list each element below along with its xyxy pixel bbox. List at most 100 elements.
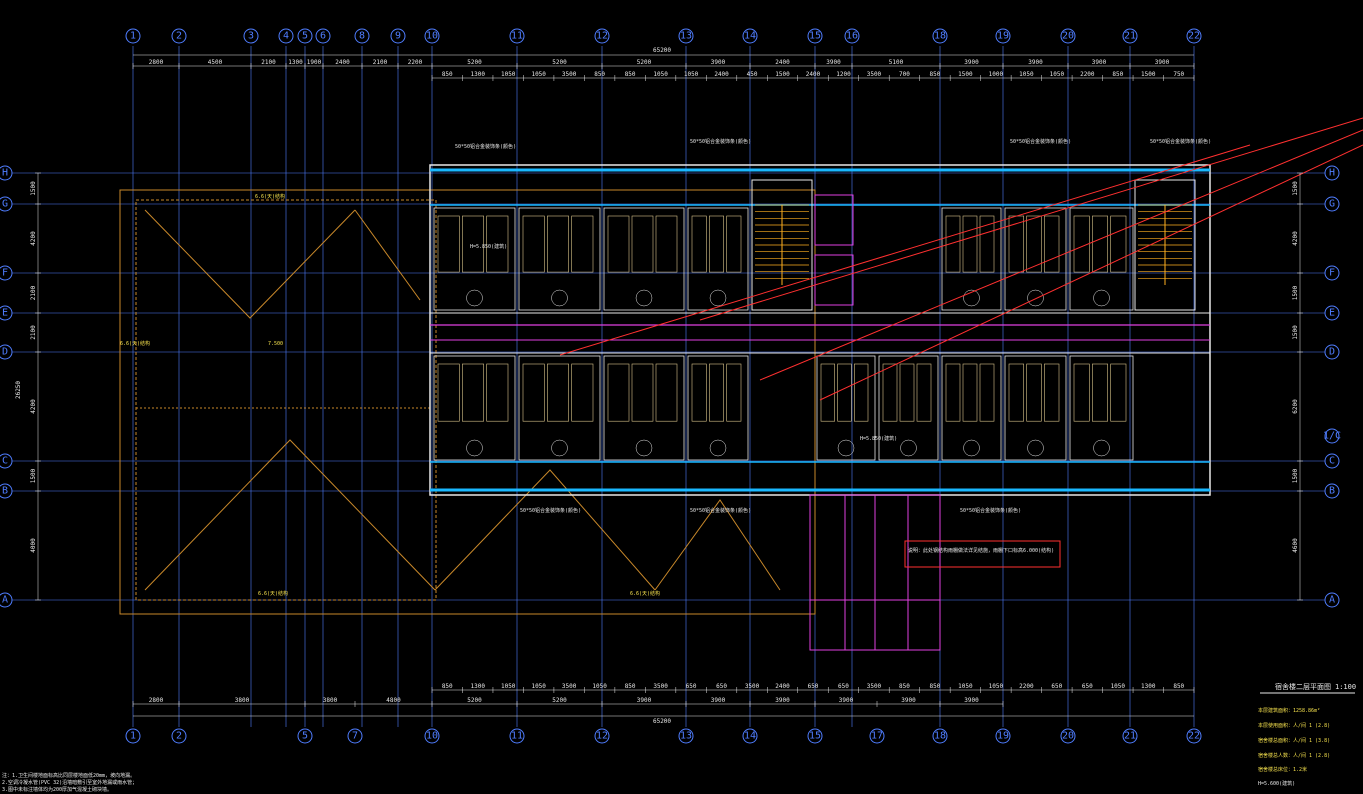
dim-top-row1-text: 5100 (889, 59, 904, 66)
dim-top-row1-text: 2100 (373, 59, 388, 66)
toilet-fixture (837, 439, 855, 457)
dim-bottom-row2-text: 2800 (149, 697, 164, 704)
roof-label: 6.6(天)结构 (258, 590, 288, 597)
bed (1026, 363, 1042, 422)
axis-bubble-bottom: 19 (997, 731, 1009, 742)
toilet-fixture (709, 289, 727, 307)
axis-bubble-top-circle (278, 28, 294, 44)
toilet-fixture (466, 289, 483, 307)
toilet-fixture (1093, 289, 1110, 307)
dim-top-row2-text: 700 (899, 71, 910, 78)
dim-top-row2-text: 2200 (1080, 71, 1095, 78)
dim-bottom-row2-text: 3800 (235, 697, 250, 704)
bed (962, 363, 978, 422)
axis-bubble-bottom-circle (932, 728, 948, 744)
footnote: 2.空调冷凝水管(PVC 32)沿墙暗敷引至室外地漏或雨水管； (2, 779, 137, 786)
axis-bubble-bottom: 14 (744, 731, 756, 742)
callout-text: 说明：此处钢结构雨棚做法详见结施，雨棚下口标高6.000(结构) (908, 547, 1054, 554)
axis-bubble-bottom: 18 (934, 731, 946, 742)
axis-bubble-bottom: 13 (680, 731, 692, 742)
axis-bubble-top: 3 (248, 31, 254, 42)
axis-bubble-right: D (1329, 347, 1335, 358)
top-note: 50*50铝合金装饰条(颜色) (1010, 138, 1071, 145)
dim-bottom-row1-text: 1050 (592, 683, 607, 690)
room-wall (518, 355, 601, 461)
room-wall (816, 355, 876, 461)
axis-bubble-bottom-circle (1186, 728, 1202, 744)
stairwell (751, 179, 813, 311)
dim-top-row1-text: 2800 (149, 59, 164, 66)
axis-bubble-bottom: 20 (1062, 731, 1074, 742)
axis-bubble-right: C (1329, 456, 1335, 467)
dim-bottom-row1-text: 850 (1173, 683, 1184, 690)
floor-plan-block (429, 164, 1211, 496)
axis-bubble-right-circle (1324, 428, 1340, 444)
legend-item: H=5.600(建筑) (1258, 780, 1295, 787)
axis-bubble-bottom-circle (995, 728, 1011, 744)
bed (607, 363, 630, 422)
bed (547, 215, 569, 273)
toilet-fixture (963, 439, 980, 457)
dim-left-text: 1500 (30, 181, 37, 196)
axis-bubble-left-circle (0, 453, 13, 469)
axis-bubble-left: B (2, 486, 8, 497)
dim-top-row2-text: 750 (1173, 71, 1184, 78)
top-note: 50*50铝合金装饰条(颜色) (1150, 138, 1211, 145)
toilet-fixture (709, 439, 727, 457)
axis-bubble-right: H (1329, 168, 1335, 179)
bed (945, 363, 961, 422)
room-wall (687, 207, 749, 311)
axis-bubble-top: 10 (426, 31, 438, 42)
axis-bubble-top: 18 (934, 31, 946, 42)
roof-outline (119, 189, 816, 615)
axis-bubble-right: F (1329, 268, 1335, 279)
axis-bubble-right-circle (1324, 483, 1340, 499)
dim-top-row1-text: 1900 (307, 59, 322, 66)
dim-bottom-row1-text: 1050 (531, 683, 546, 690)
room-level: H=5.850(建筑) (470, 243, 507, 250)
room-wall (687, 355, 749, 461)
room-wall (433, 355, 516, 461)
axis-bubble-bottom-circle (171, 728, 187, 744)
dim-top-row1-text: 3900 (1092, 59, 1107, 66)
dim-bottom-row1-text: 650 (716, 683, 727, 690)
axis-bubble-bottom-circle (509, 728, 525, 744)
dim-top-row1-text: 2100 (261, 59, 276, 66)
axis-bubble-bottom-circle (1060, 728, 1076, 744)
axis-bubble-top-circle (932, 28, 948, 44)
dim-top-row1-text: 5200 (552, 59, 567, 66)
room-wall (518, 207, 601, 311)
axis-bubble-bottom: 21 (1124, 731, 1136, 742)
bed (522, 215, 545, 273)
axis-bubble-left: E (2, 308, 8, 319)
dim-bottom-row1-text: 3500 (653, 683, 668, 690)
callout-leader (819, 144, 1363, 401)
bed (1073, 215, 1090, 273)
axis-bubble-bottom-circle (807, 728, 823, 744)
room-wall (433, 207, 516, 311)
top-note: 50*50铝合金装饰条(颜色) (690, 138, 751, 145)
axis-bubble-top-circle (742, 28, 758, 44)
roof-plan (119, 189, 816, 615)
axis-bubble-top-circle (678, 28, 694, 44)
roof-label: 6.6(天)结构 (120, 340, 150, 347)
dim-left-total: 26250 (15, 381, 22, 399)
dim-top-row2-text: 1050 (684, 71, 699, 78)
axis-bubble-top: 4 (283, 31, 289, 42)
room-level: H=5.850(建筑) (860, 435, 897, 442)
dim-top-row2-text: 1050 (653, 71, 668, 78)
dim-left-text: 4000 (30, 538, 37, 553)
dim-bottom-row1-text: 3500 (745, 683, 760, 690)
overall-dimension-bottom: 65200 (653, 718, 671, 725)
toilet-fixture (635, 289, 653, 307)
toilet-fixture (963, 289, 980, 307)
dim-bottom-row1-text: 1050 (958, 683, 973, 690)
axis-bubble-left-circle (0, 165, 13, 181)
axis-bubble-bottom: 17 (871, 731, 883, 742)
dim-bottom-row2-text: 3900 (964, 697, 979, 704)
dim-right-text: 6200 (1292, 399, 1299, 414)
room-wall (941, 207, 1002, 311)
